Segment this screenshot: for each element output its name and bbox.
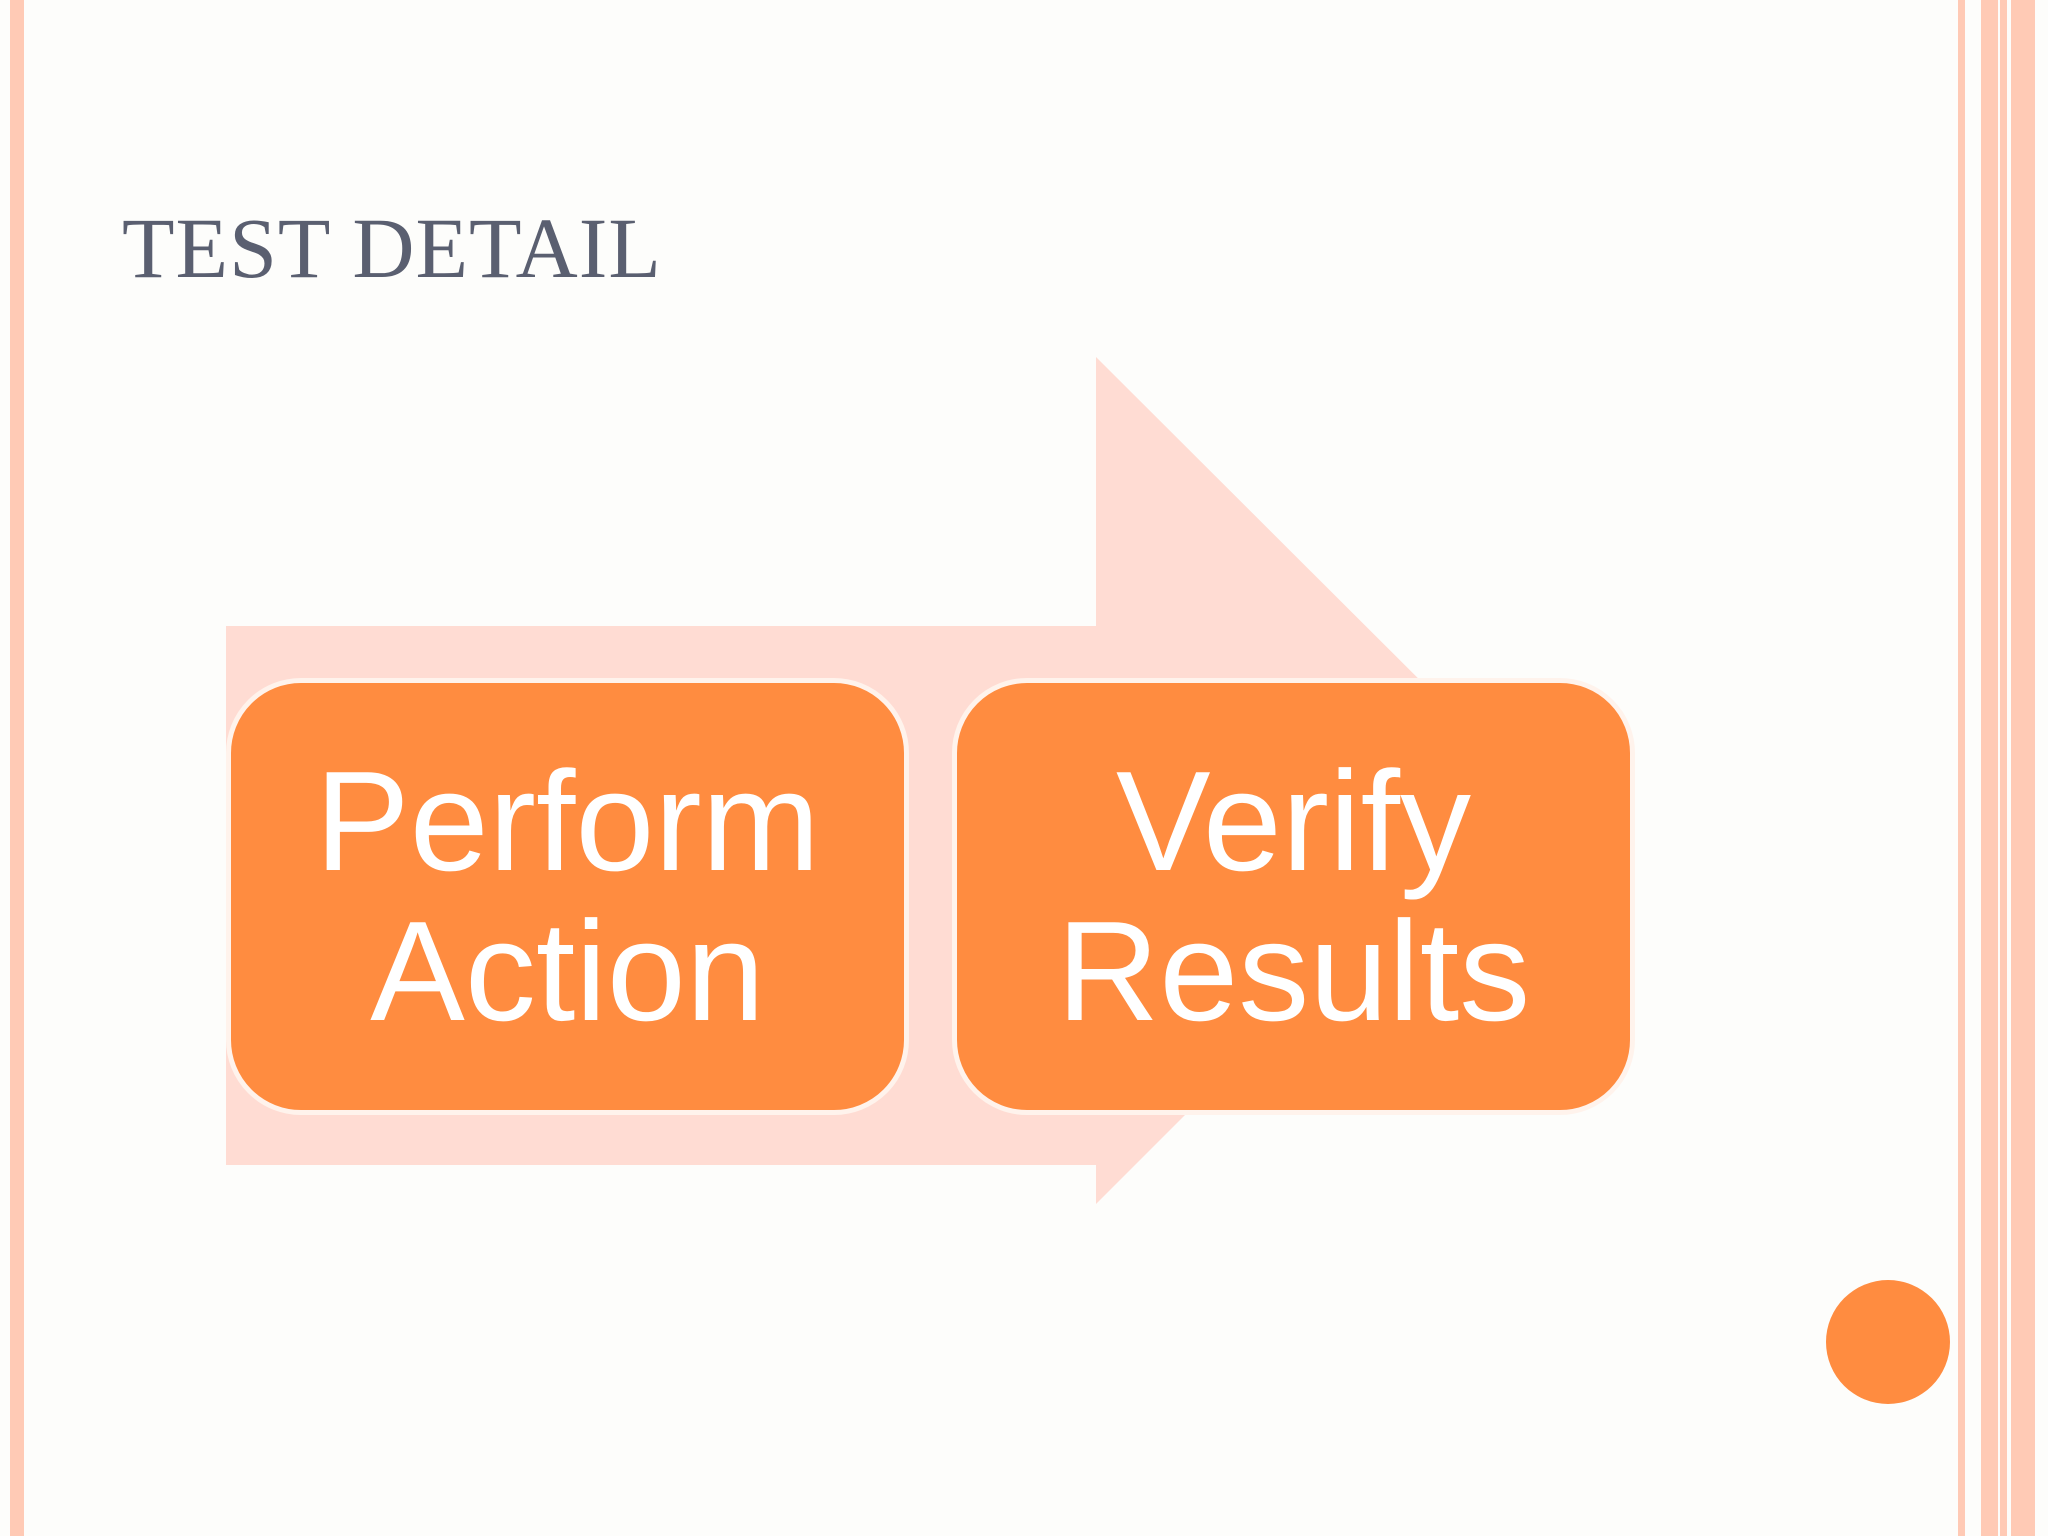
left-stripe <box>10 0 24 1536</box>
right-stripe-3 <box>2000 0 2007 1536</box>
step-label-perform-action: Perform Action <box>315 741 820 1051</box>
slide-title: TEST DETAIL <box>122 200 662 296</box>
right-stripe-4 <box>2011 0 2035 1536</box>
step-label-verify-results: Verify Results <box>1056 741 1531 1051</box>
right-stripe-2 <box>1981 0 1998 1536</box>
step-box-verify-results: Verify Results <box>952 678 1635 1115</box>
right-stripe-1 <box>1958 0 1965 1536</box>
step-box-perform-action: Perform Action <box>226 678 909 1115</box>
orange-circle-icon <box>1826 1280 1950 1404</box>
